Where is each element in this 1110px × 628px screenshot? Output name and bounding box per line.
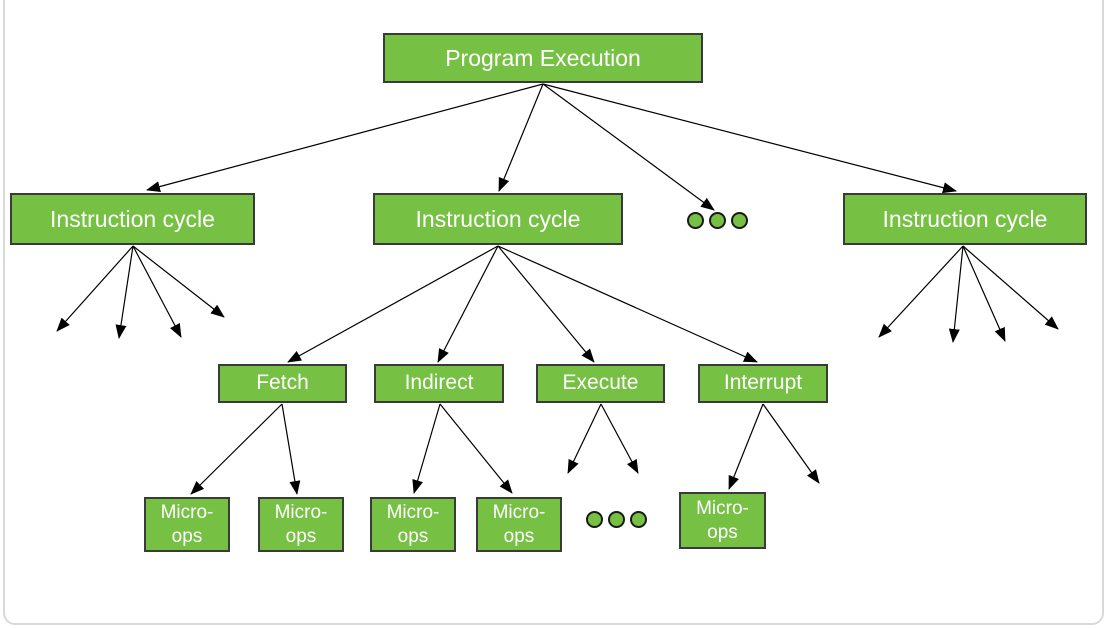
node-program-execution: Program Execution <box>383 33 703 83</box>
node-indirect: Indirect <box>374 364 504 403</box>
arrow-execute-fan-1 <box>567 403 602 474</box>
node-label-line2: ops <box>171 525 203 547</box>
arrow-program-to-cycle-middle <box>498 83 544 192</box>
node-label-line2: ops <box>503 525 535 547</box>
node-label: Instruction cycle <box>50 205 215 232</box>
node-label: Indirect <box>404 371 474 395</box>
node-label-line2: ops <box>397 525 429 547</box>
node-label: Execute <box>562 371 639 395</box>
node-label: Instruction cycle <box>882 205 1048 232</box>
node-micro-ops-2: Micro- ops <box>258 497 344 552</box>
node-micro-ops-1: Micro- ops <box>144 497 230 552</box>
ellipsis-dot-icon <box>731 212 748 229</box>
ellipsis-dot-icon <box>630 511 647 528</box>
arrow-cycle-left-fan-3 <box>132 245 182 338</box>
ellipsis-dots-cycles <box>687 212 748 229</box>
node-fetch: Fetch <box>218 364 347 403</box>
node-micro-ops-5: Micro- ops <box>679 492 766 549</box>
node-label-line1: Micro- <box>696 497 749 519</box>
arrow-indirect-to-micro3 <box>412 403 441 494</box>
arrow-indirect-to-micro4 <box>439 403 513 494</box>
arrow-cycle-middle-to-fetch <box>287 245 499 363</box>
node-label-line2: ops <box>285 525 317 547</box>
arrow-cycle-right-fan-2 <box>948 245 964 343</box>
arrow-cycle-left-fan-1 <box>56 245 134 332</box>
node-instruction-cycle-right: Instruction cycle <box>843 193 1087 245</box>
arrow-cycle-middle-to-interrupt <box>497 245 758 363</box>
node-label-line1: Micro- <box>386 501 440 523</box>
ellipsis-dot-icon <box>709 212 726 229</box>
node-label-line1: Micro- <box>492 501 546 523</box>
arrow-interrupt-to-micro5 <box>728 403 764 490</box>
arrow-program-to-ellipsis <box>542 83 715 211</box>
node-label: Instruction cycle <box>415 205 581 232</box>
node-label-line1: Micro- <box>160 501 214 523</box>
ellipsis-dot-icon <box>687 212 704 229</box>
arrow-cycle-right-fan-3 <box>962 245 1006 342</box>
arrow-program-to-cycle-right <box>542 83 957 194</box>
ellipsis-dots-micro <box>586 511 647 528</box>
ellipsis-dot-icon <box>608 511 625 528</box>
node-instruction-cycle-middle: Instruction cycle <box>373 193 623 245</box>
node-label-line1: Micro- <box>274 501 328 523</box>
arrow-cycle-left-fan-2 <box>115 245 134 339</box>
node-instruction-cycle-left: Instruction cycle <box>10 193 255 245</box>
arrow-cycle-right-fan-4 <box>962 245 1059 330</box>
arrow-interrupt-fan-1 <box>762 403 820 484</box>
arrow-cycle-left-fan-4 <box>132 245 225 318</box>
arrow-cycle-middle-to-indirect <box>437 245 499 363</box>
node-interrupt: Interrupt <box>698 364 828 403</box>
arrow-cycle-middle-to-execute <box>497 245 595 363</box>
arrow-execute-fan-2 <box>600 403 639 474</box>
node-label-line2: ops <box>707 521 738 543</box>
node-execute: Execute <box>536 364 665 403</box>
node-label: Interrupt <box>723 371 803 395</box>
arrow-fetch-to-micro2 <box>281 403 301 495</box>
node-label: Program Execution <box>445 44 641 71</box>
arrow-fetch-to-micro1 <box>190 403 283 495</box>
arrow-program-to-cycle-left <box>146 83 544 192</box>
ellipsis-dot-icon <box>586 511 603 528</box>
node-micro-ops-4: Micro- ops <box>476 497 562 552</box>
node-micro-ops-3: Micro- ops <box>370 497 456 552</box>
node-label: Fetch <box>256 371 309 395</box>
arrow-cycle-right-fan-1 <box>878 245 964 338</box>
